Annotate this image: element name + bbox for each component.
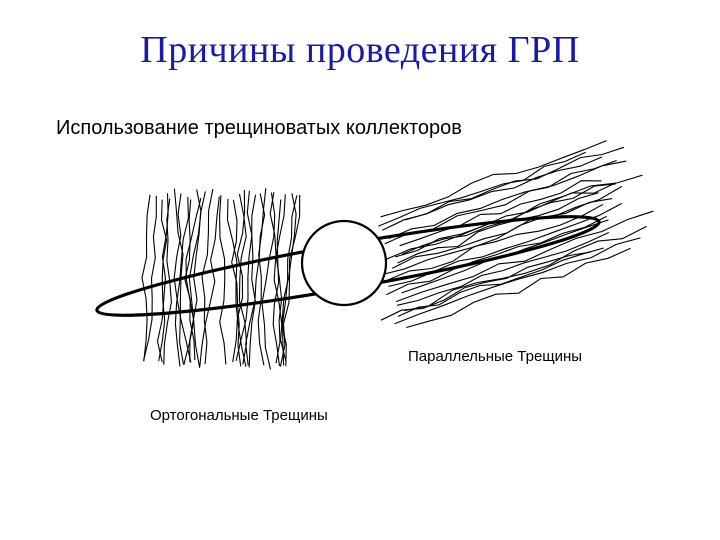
parallel-fracture-line — [386, 215, 607, 296]
parallel-fracture-line — [381, 198, 613, 276]
wellbore-circle — [300, 219, 388, 307]
orthogonal-fracture-line — [201, 188, 214, 365]
parallel-fracture-line — [382, 156, 603, 231]
orthogonal-fracture-line — [246, 190, 256, 368]
orthogonal-fracture-line — [142, 195, 157, 361]
parallel-fracture-line — [388, 159, 617, 240]
orthogonal-fracture-line — [174, 196, 189, 367]
orthogonal-fracture-line — [235, 194, 257, 362]
slide-title: Причины проведения ГРП — [140, 29, 580, 71]
parallel-fracture-line — [396, 232, 610, 306]
parallel-fractures-label: Параллельные Трещины — [408, 348, 583, 365]
parallel-fracture-line — [380, 140, 607, 218]
orthogonal-fracture-line — [173, 188, 184, 365]
orthogonal-fracture-line — [272, 199, 282, 367]
parallel-fracture-line — [406, 247, 631, 329]
orthogonal-fracture-line — [183, 191, 206, 366]
orthogonal-fracture-line — [199, 196, 220, 367]
orthogonal-fracture-line — [279, 194, 301, 367]
orthogonal-fractures-label: Ортогональные Трещины — [150, 407, 328, 424]
orthogonal-fracture-line — [173, 193, 192, 363]
slide-subtitle: Использование трещиноватых коллекторов — [56, 117, 462, 139]
parallel-fracture-line — [378, 151, 586, 227]
orthogonal-fracture-line — [158, 199, 168, 362]
orthogonal-fracture-line — [231, 199, 242, 367]
orthogonal-fracture-line — [245, 193, 266, 366]
orthogonal-fracture-line — [232, 189, 246, 363]
parallel-fracture-line — [395, 182, 617, 258]
orthogonal-fracture-line — [141, 194, 151, 362]
parallel-fracture-line — [404, 225, 647, 312]
parallel-fracture-line — [397, 192, 599, 264]
orthogonal-fracture-line — [238, 193, 248, 365]
parallel-fracture-line — [405, 146, 625, 221]
orthogonal-fractures — [141, 188, 301, 370]
parallel-fracture-line — [395, 210, 654, 303]
orthogonal-fracture-line — [226, 198, 247, 367]
orthogonal-fracture-line — [280, 193, 297, 362]
orthogonal-fracture-line — [184, 199, 196, 361]
orthogonal-fracture-line — [257, 188, 267, 366]
parallel-fracture-line — [387, 203, 604, 281]
orthogonal-fracture-line — [188, 189, 202, 368]
parallel-fracture-line — [394, 237, 641, 325]
parallel-fracture-line — [380, 251, 591, 321]
orthogonal-fracture-line — [269, 192, 283, 364]
parallel-fractures — [378, 140, 654, 329]
orthogonal-fracture-line — [282, 195, 298, 366]
parallel-fracture-line — [399, 180, 602, 247]
orthogonal-fracture-line — [219, 195, 227, 365]
orthogonal-fracture-line — [261, 192, 276, 370]
